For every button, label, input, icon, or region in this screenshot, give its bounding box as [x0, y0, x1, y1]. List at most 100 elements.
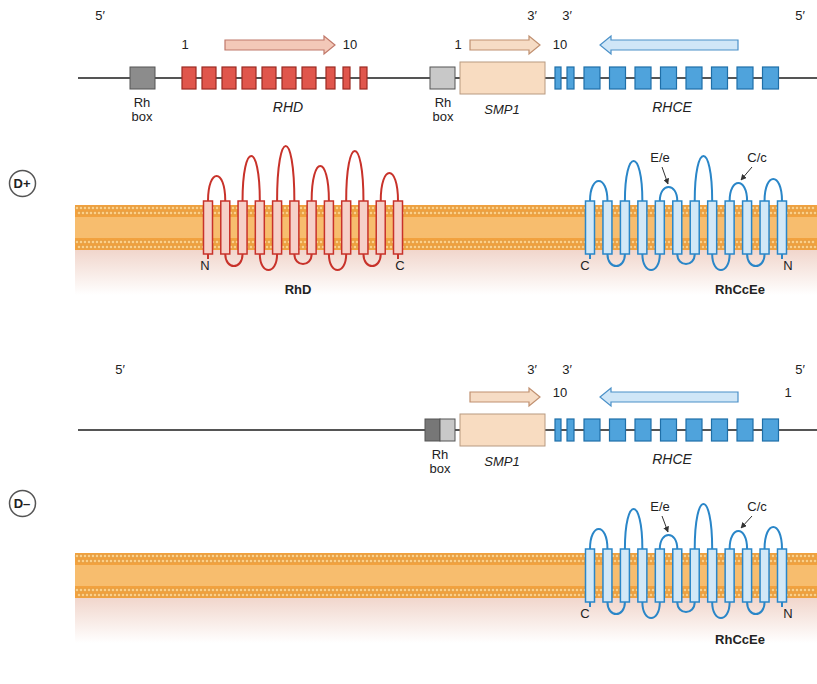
lipid-head: [533, 559, 537, 563]
rhce-exon: [567, 67, 574, 89]
rhce-protein: [586, 504, 787, 618]
lipid-head: [443, 554, 447, 558]
lipid-head: [685, 593, 689, 597]
lipid-head: [417, 593, 421, 597]
lipid-head: [323, 554, 327, 558]
lipid-head: [651, 554, 655, 558]
lipid-head: [809, 245, 813, 249]
lipid-head: [511, 588, 515, 592]
lipid-head: [373, 593, 377, 597]
lipid-head: [459, 588, 463, 592]
lipid-head: [771, 240, 775, 244]
lipid-head: [499, 554, 503, 558]
lipid-head: [83, 554, 87, 558]
leader-line: [662, 516, 668, 532]
transmembrane-helix: [743, 201, 752, 254]
lipid-head: [75, 206, 79, 210]
lipid-head: [109, 593, 113, 597]
extracellular-loop: [346, 151, 363, 201]
lipid-head: [251, 554, 255, 558]
intracellular-loop: [642, 602, 659, 618]
lipid-head: [79, 240, 83, 244]
rhce-exon: [737, 67, 753, 89]
rhd-exon: [202, 67, 216, 89]
lipid-head: [129, 245, 133, 249]
lipid-head: [341, 593, 345, 597]
lipid-head: [411, 554, 415, 558]
lipid-head: [479, 206, 483, 210]
lipid-head: [143, 206, 147, 210]
lipid-head: [273, 559, 277, 563]
lipid-head: [811, 588, 815, 592]
lipid-head: [457, 593, 461, 597]
lipid-head: [395, 588, 399, 592]
lipid-head: [685, 559, 689, 563]
lipid-head: [489, 559, 493, 563]
lipid-head: [735, 588, 739, 592]
lipid-head: [139, 206, 143, 210]
lipid-head: [531, 240, 535, 244]
lipid-head: [499, 206, 503, 210]
lipid-head: [805, 245, 809, 249]
transmembrane-helix: [359, 201, 368, 254]
lipid-head: [267, 240, 271, 244]
lipid-head: [167, 588, 171, 592]
lipid-head: [721, 559, 725, 563]
lipid-head: [127, 240, 131, 244]
lipid-head: [579, 554, 583, 558]
lipid-head: [201, 559, 205, 563]
lipid-head: [215, 240, 219, 244]
lipid-head: [465, 593, 469, 597]
lipid-head: [107, 206, 111, 210]
rhd-exon: [343, 67, 350, 89]
lipid-head: [123, 554, 127, 558]
lipid-head: [451, 554, 455, 558]
rhce-exon: [712, 419, 728, 441]
lipid-head: [251, 588, 255, 592]
lipid-head: [139, 240, 143, 244]
strand-end: 3′: [562, 363, 572, 377]
lipid-head: [371, 240, 375, 244]
lipid-head: [171, 588, 175, 592]
lipid-head: [721, 211, 725, 215]
lipid-head: [255, 588, 259, 592]
lipid-head: [289, 559, 293, 563]
lipid-head: [409, 593, 413, 597]
lipid-head: [407, 240, 411, 244]
lipid-head: [99, 554, 103, 558]
lipid-head: [311, 588, 315, 592]
lipid-head: [187, 240, 191, 244]
lipid-head: [439, 554, 443, 558]
lipid-head: [455, 554, 459, 558]
lipid-head: [525, 559, 529, 563]
lipid-head: [403, 588, 407, 592]
lipid-head: [521, 245, 525, 249]
lipid-head: [457, 211, 461, 215]
direction-arrow: [470, 36, 540, 54]
lipid-head: [325, 593, 329, 597]
lipid-head: [441, 559, 445, 563]
lipid-head: [461, 245, 465, 249]
lipid-head: [153, 559, 157, 563]
lipid-head: [375, 588, 379, 592]
lipid-head: [181, 245, 185, 249]
lipid-head: [513, 245, 517, 249]
strand-end: 3′: [562, 9, 572, 23]
lipid-head: [149, 211, 153, 215]
lipid-head: [407, 554, 411, 558]
lipid-head: [267, 554, 271, 558]
lipid-head: [793, 245, 797, 249]
lipid-head: [473, 593, 477, 597]
lipid-head: [553, 211, 557, 215]
lipid-head: [157, 245, 161, 249]
lipid-head: [685, 245, 689, 249]
lipid-head: [337, 245, 341, 249]
lipid-head: [395, 554, 399, 558]
transmembrane-helix: [690, 549, 699, 602]
lipid-head: [177, 593, 181, 597]
lipid-head: [631, 554, 635, 558]
lipid-head: [307, 554, 311, 558]
rhd-exon: [302, 67, 316, 89]
lipid-head: [443, 588, 447, 592]
lipid-head: [447, 554, 451, 558]
